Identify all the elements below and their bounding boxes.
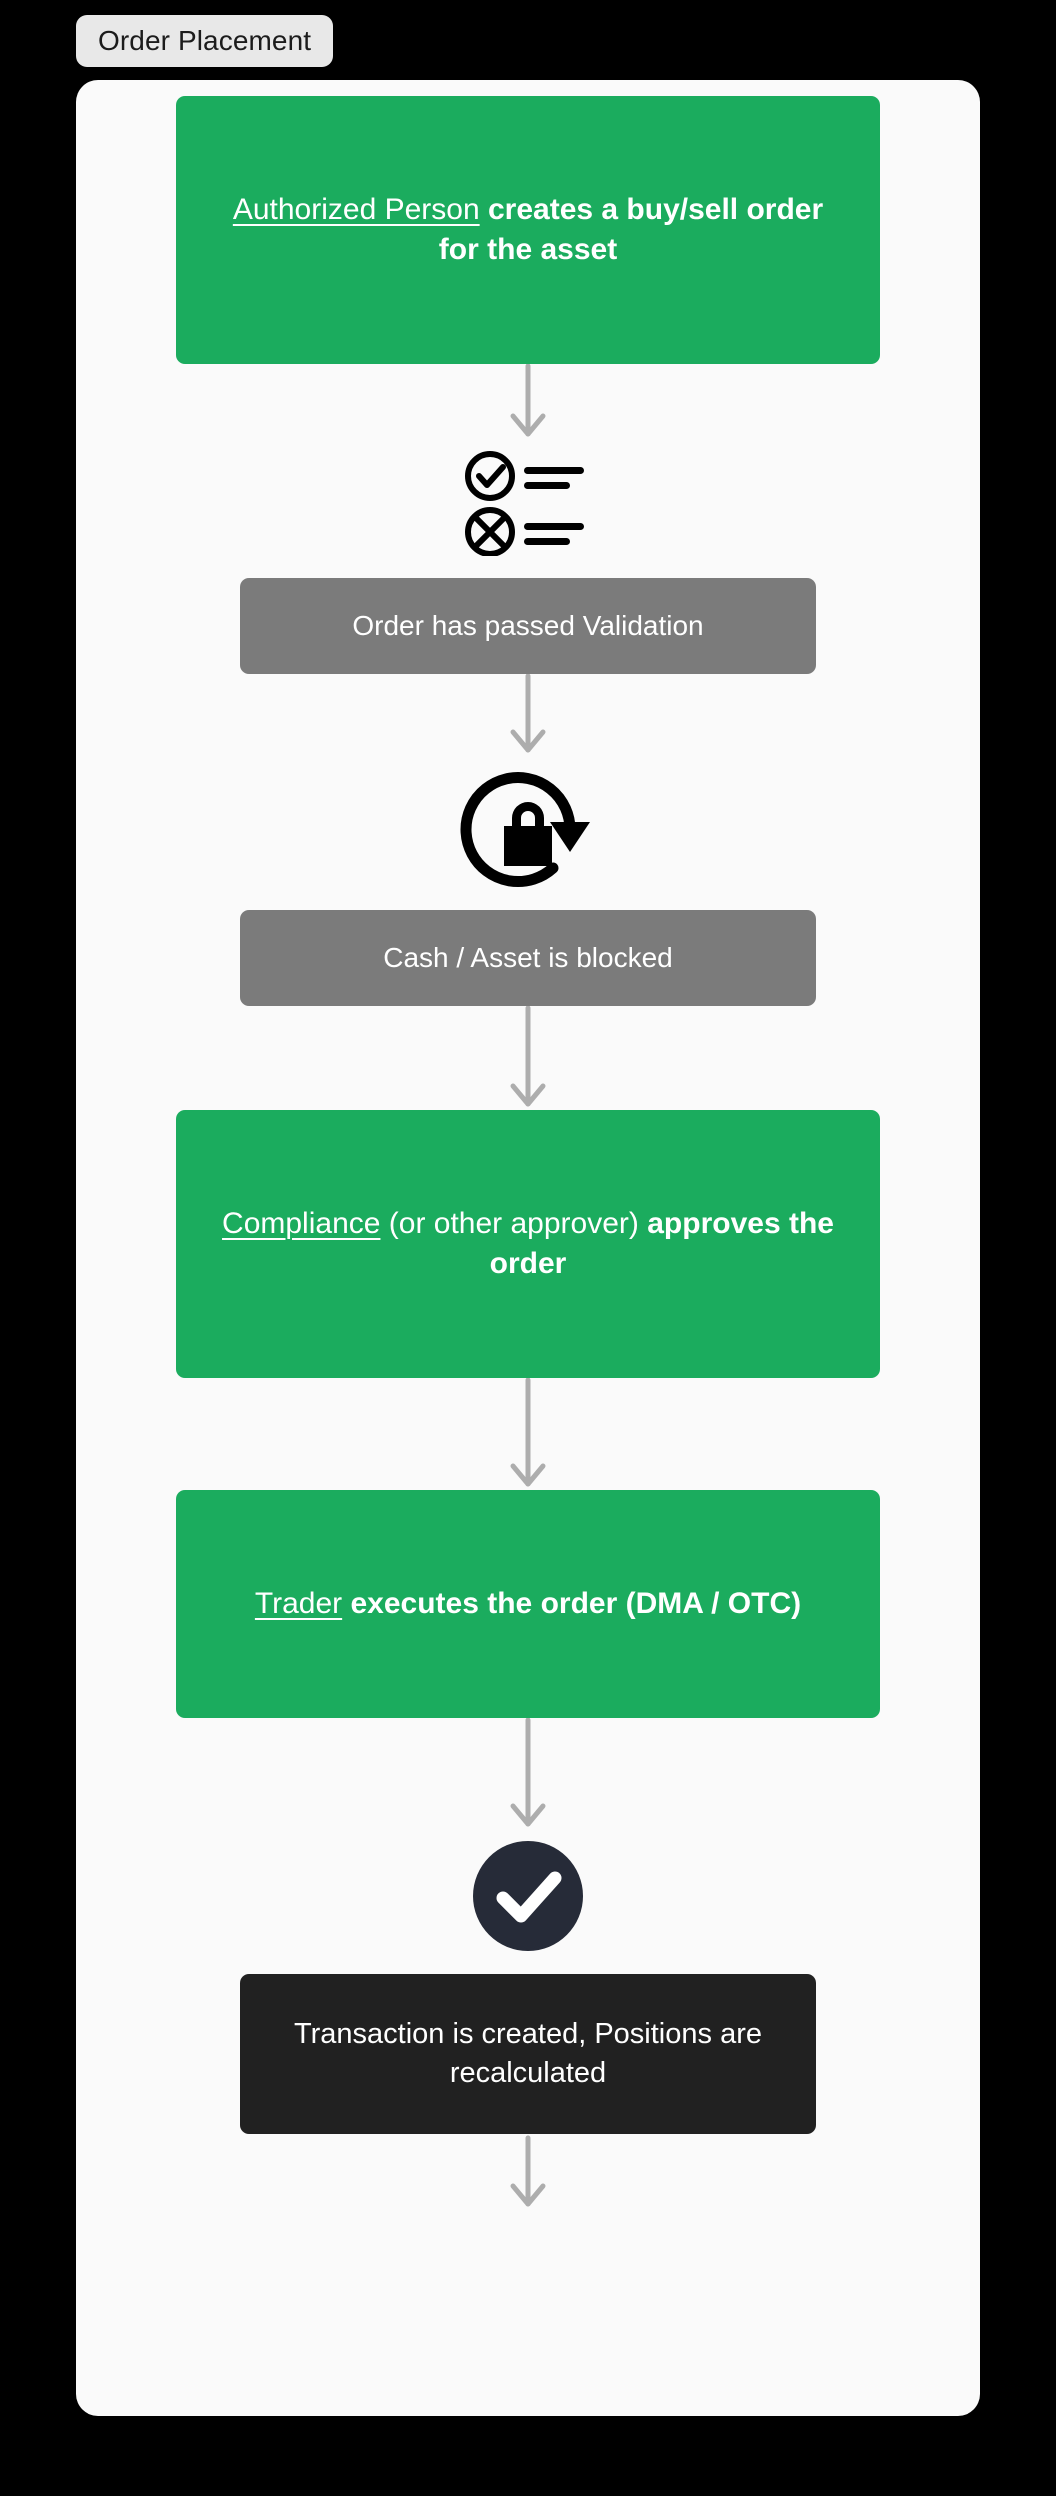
arrow-down-icon-6 <box>508 2134 548 2208</box>
arrow-down-icon-4 <box>508 1378 548 1490</box>
node-approval[interactable]: Compliance (or other approver) approves … <box>176 1110 880 1378</box>
node-blocked-status[interactable]: Cash / Asset is blocked <box>240 910 816 1006</box>
node-execution[interactable]: Trader executes the order (DMA / OTC) <box>176 1490 880 1718</box>
node-approval-label: Compliance (or other approver) approves … <box>218 1204 838 1284</box>
role-trader[interactable]: Trader <box>254 1587 343 1621</box>
arrow-down-icon-1 <box>508 364 548 440</box>
node-validation-status[interactable]: Order has passed Validation <box>240 578 816 674</box>
node-order-creation-action: creates a buy/sell order for the asset <box>438 193 824 266</box>
page-title-badge: Order Placement <box>76 15 334 67</box>
node-execution-action: executes the order (DMA / OTC) <box>342 1587 802 1621</box>
role-compliance[interactable]: Compliance <box>222 1207 381 1241</box>
node-order-creation[interactable]: Authorized Person creates a buy/sell ord… <box>176 96 880 364</box>
node-approval-action: approves the order <box>489 1207 834 1280</box>
lock-rotate-icon <box>454 766 602 894</box>
arrow-down-icon-3 <box>508 1006 548 1110</box>
flow-canvas: Authorized Person creates a buy/sell ord… <box>76 80 980 2416</box>
node-transaction[interactable]: Transaction is created, Positions are re… <box>240 1974 816 2134</box>
node-order-creation-label: Authorized Person creates a buy/sell ord… <box>218 190 838 270</box>
node-validation-status-label: Order has passed Validation <box>352 610 704 642</box>
arrow-down-icon-2 <box>508 674 548 756</box>
arrow-down-icon-5 <box>508 1718 548 1830</box>
node-transaction-label: Transaction is created, Positions are re… <box>294 2018 762 2089</box>
role-authorized-person[interactable]: Authorized Person <box>232 193 480 227</box>
check-circle-filled-icon <box>472 1840 584 1952</box>
flow-column: Authorized Person creates a buy/sell ord… <box>76 80 980 2208</box>
node-blocked-status-label: Cash / Asset is blocked <box>383 942 673 974</box>
node-approval-middle: (or other approver) <box>380 1207 648 1241</box>
validation-checklist-icon <box>458 450 598 556</box>
node-execution-label: Trader executes the order (DMA / OTC) <box>255 1584 801 1624</box>
